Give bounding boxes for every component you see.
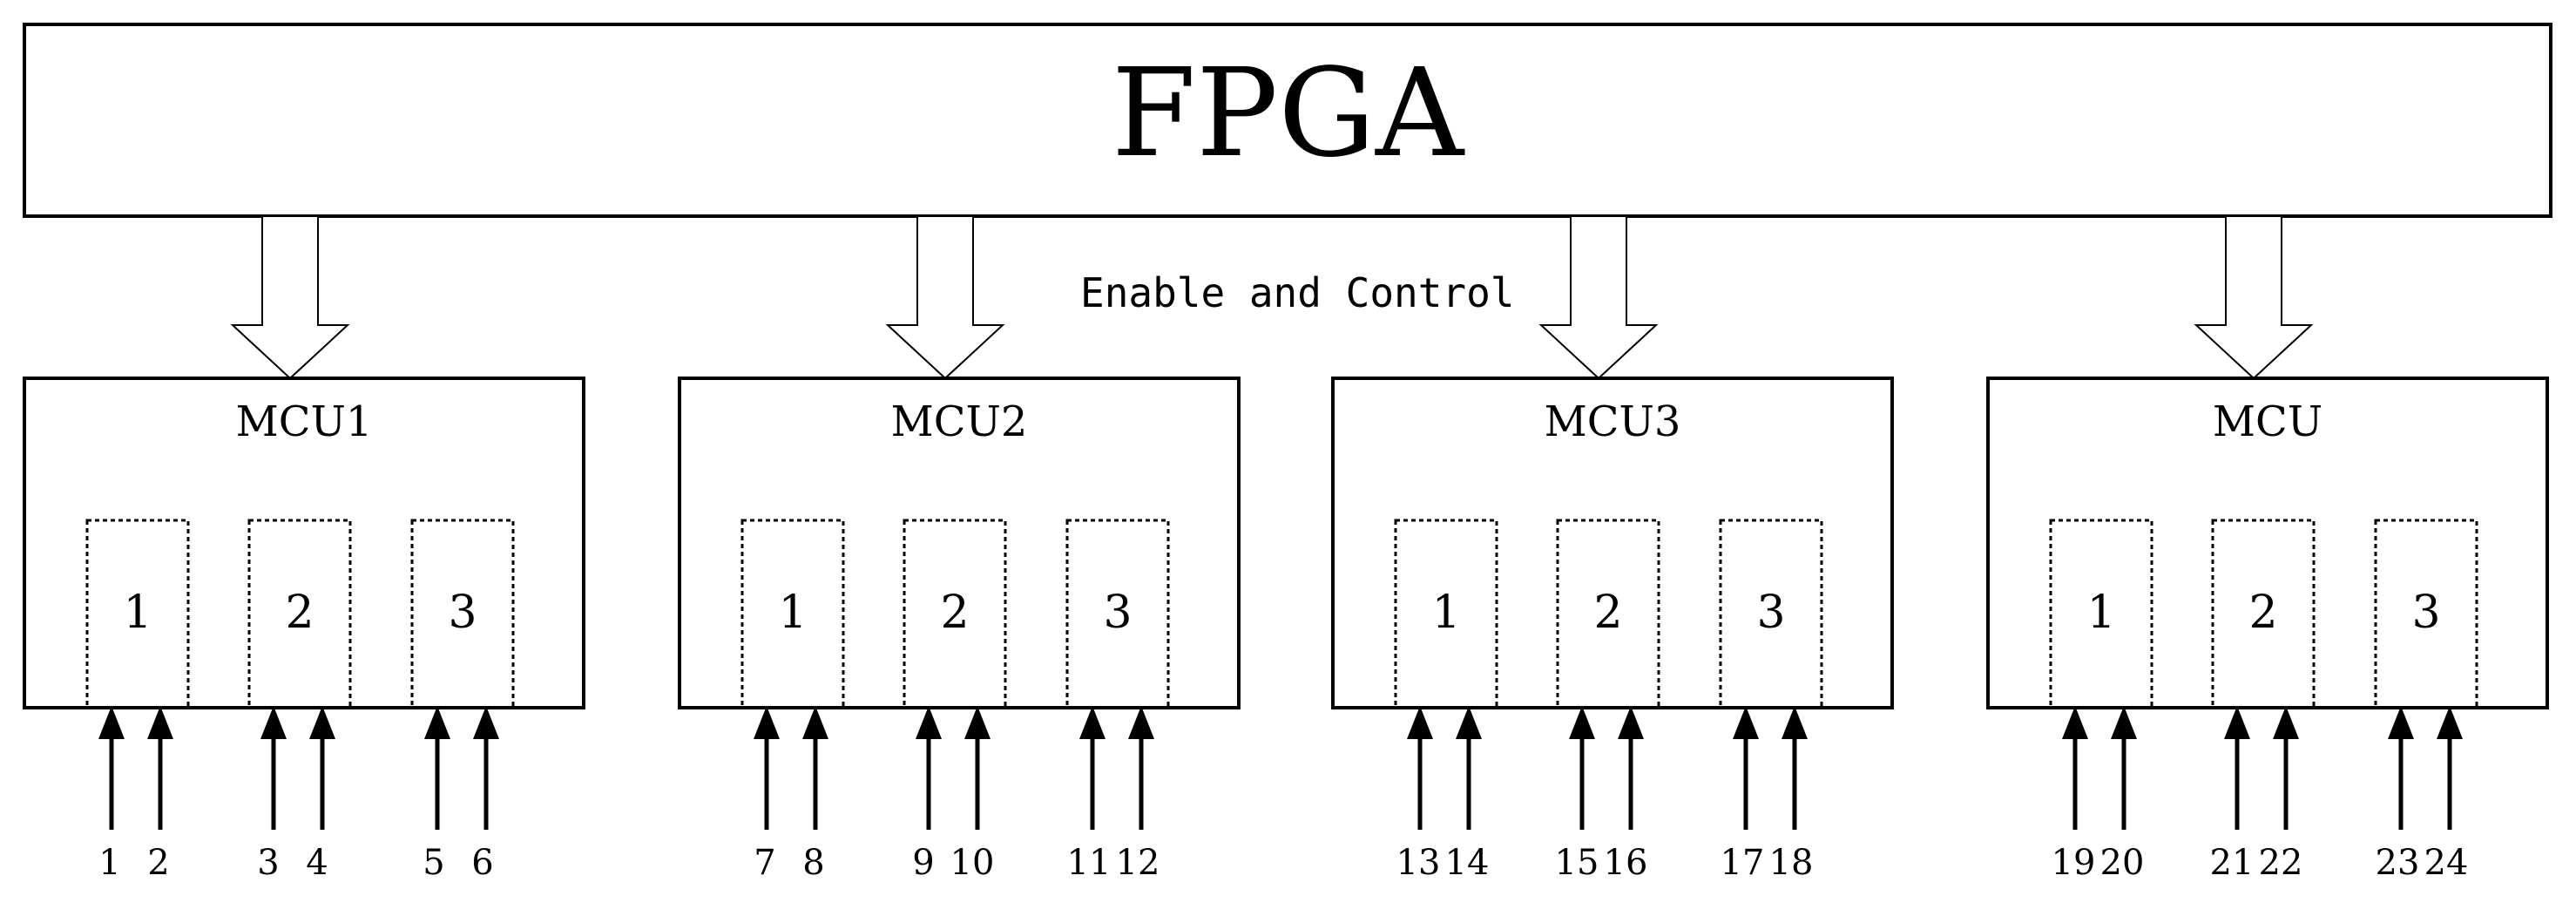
- input-arrowhead: [1569, 706, 1595, 739]
- input-arrowhead: [1079, 706, 1105, 739]
- input-label: 1: [98, 843, 120, 883]
- input-label: 3: [257, 843, 279, 883]
- module-label: 3: [1103, 587, 1132, 639]
- input-arrowhead: [1618, 706, 1644, 739]
- mcu-box: [23, 377, 585, 709]
- input-label: 24: [2424, 843, 2469, 883]
- input-arrowhead: [1733, 706, 1759, 739]
- module-box: [1394, 519, 1498, 709]
- input-label: 10: [950, 843, 995, 883]
- input-arrowhead: [964, 706, 991, 739]
- module-label: 1: [123, 587, 152, 639]
- input-arrowhead: [424, 706, 450, 739]
- mcu-label: MCU1: [236, 397, 373, 446]
- module-box: [903, 519, 1007, 709]
- input-label: 4: [306, 843, 328, 883]
- input-arrowhead: [2437, 706, 2463, 739]
- module-box: [1556, 519, 1660, 709]
- input-arrowhead: [473, 706, 499, 739]
- module-box: [410, 519, 515, 709]
- input-arrowhead: [754, 706, 780, 739]
- mcu-box: [1331, 377, 1894, 709]
- input-label: 14: [1445, 843, 1490, 883]
- control-arrow: [230, 217, 350, 380]
- module-label: 3: [2411, 587, 2440, 639]
- input-label: 9: [912, 843, 934, 883]
- input-label: 16: [1604, 843, 1648, 883]
- input-arrowhead: [1782, 706, 1808, 739]
- input-arrowhead: [2062, 706, 2088, 739]
- input-label: 23: [2376, 843, 2420, 883]
- input-label: 19: [2052, 843, 2096, 883]
- input-label: 12: [1116, 843, 1160, 883]
- input-label: 22: [2259, 843, 2303, 883]
- input-arrowhead: [802, 706, 828, 739]
- module-label: 1: [2086, 587, 2115, 639]
- input-arrowhead: [309, 706, 335, 739]
- mcu-label: MCU: [2213, 397, 2322, 446]
- module-box: [1065, 519, 1170, 709]
- fpga-box: [23, 23, 2552, 218]
- mcu-box: [678, 377, 1241, 709]
- input-arrowhead: [1128, 706, 1154, 739]
- input-label: 8: [802, 843, 824, 883]
- module-box: [1719, 519, 1823, 709]
- mcu-label: MCU2: [891, 397, 1028, 446]
- bus-label: Enable and Control: [1080, 269, 1515, 316]
- input-arrowhead: [147, 706, 173, 739]
- input-arrowhead: [916, 706, 942, 739]
- input-label: 17: [1721, 843, 1765, 883]
- module-box: [247, 519, 352, 709]
- module-label: 2: [1593, 587, 1622, 639]
- input-arrowhead: [1456, 706, 1482, 739]
- control-arrow: [2194, 217, 2314, 380]
- input-label: 20: [2100, 843, 2145, 883]
- module-label: 1: [778, 587, 807, 639]
- input-arrowhead: [98, 706, 125, 739]
- module-box: [85, 519, 190, 709]
- input-label: 15: [1555, 843, 1599, 883]
- module-label: 2: [2248, 587, 2277, 639]
- input-arrowhead: [260, 706, 287, 739]
- module-label: 3: [448, 587, 477, 639]
- input-label: 2: [147, 843, 169, 883]
- module-box: [2049, 519, 2153, 709]
- input-label: 11: [1067, 843, 1112, 883]
- module-box: [740, 519, 845, 709]
- module-label: 2: [940, 587, 969, 639]
- input-label: 6: [471, 843, 493, 883]
- input-arrowhead: [2273, 706, 2299, 739]
- mcu-label: MCU3: [1545, 397, 1681, 446]
- input-label: 13: [1396, 843, 1441, 883]
- input-label: 18: [1769, 843, 1814, 883]
- control-arrow: [1538, 217, 1659, 380]
- fpga-label: FPGA: [1112, 43, 1465, 185]
- module-box: [2374, 519, 2478, 709]
- input-label: 21: [2210, 843, 2255, 883]
- control-arrow: [885, 217, 1005, 380]
- input-arrowhead: [2224, 706, 2250, 739]
- input-arrowhead: [1407, 706, 1433, 739]
- mcu-box: [1986, 377, 2549, 709]
- module-label: 2: [285, 587, 314, 639]
- input-label: 5: [423, 843, 444, 883]
- module-box: [2211, 519, 2316, 709]
- input-label: 7: [754, 843, 775, 883]
- input-arrowhead: [2388, 706, 2414, 739]
- input-arrowhead: [2111, 706, 2137, 739]
- module-label: 3: [1756, 587, 1785, 639]
- module-label: 1: [1431, 587, 1460, 639]
